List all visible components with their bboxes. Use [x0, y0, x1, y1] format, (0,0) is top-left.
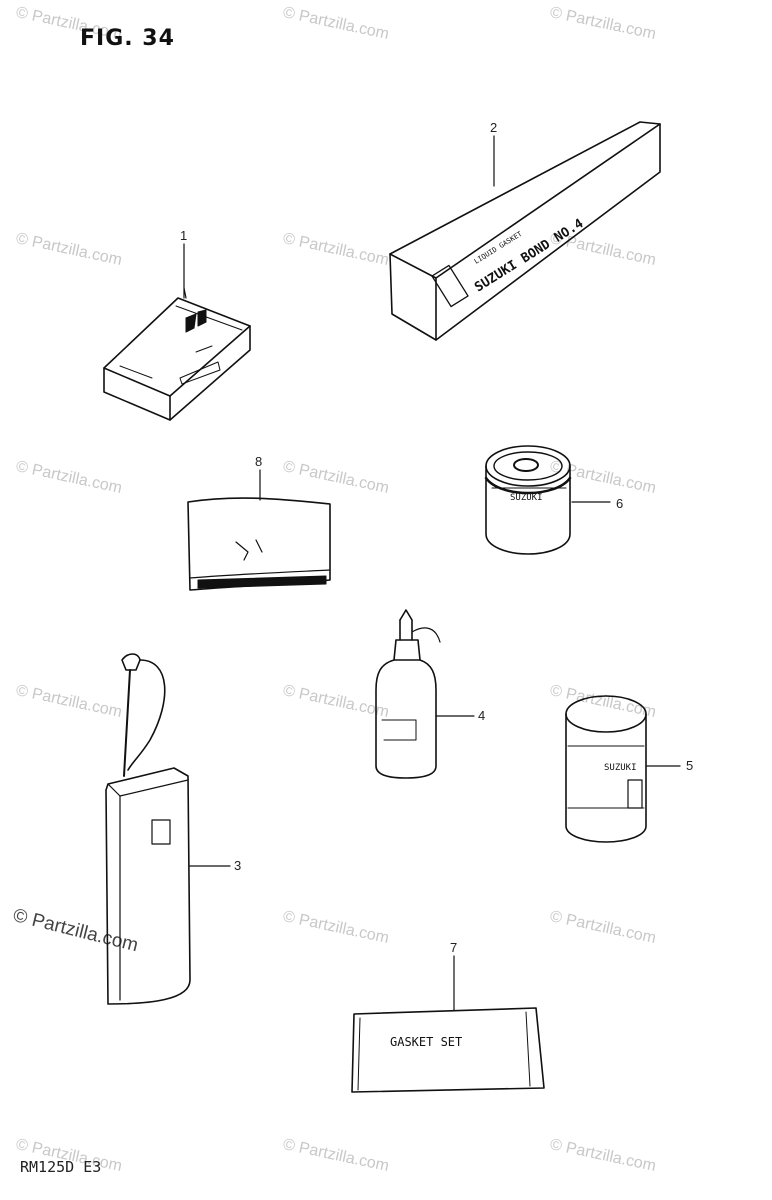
can-label: SUZUKI — [604, 763, 637, 773]
chain-lube-box-icon[interactable] — [103, 297, 251, 421]
callout-7: 7 — [450, 940, 458, 955]
callout-4: 4 — [478, 708, 486, 723]
pouch-icon[interactable] — [187, 497, 331, 591]
callout-1: 1 — [180, 228, 188, 243]
oil-bottle-icon[interactable] — [375, 609, 441, 779]
tin-label: SUZUKI — [510, 493, 543, 503]
figure-title: FIG. 34 — [80, 26, 175, 51]
callout-8: 8 — [255, 454, 263, 469]
callout-5: 5 — [686, 758, 694, 773]
callout-3: 3 — [234, 858, 242, 873]
gasket-label: GASKET SET — [390, 1035, 462, 1049]
grease-can-icon[interactable]: SUZUKI — [565, 695, 647, 843]
oil-tin-icon[interactable]: SUZUKI — [484, 445, 572, 555]
oil-can-icon[interactable] — [105, 653, 191, 1005]
callout-6: 6 — [616, 496, 624, 511]
callout-2: 2 — [490, 120, 498, 135]
figure-code: RM125D E3 — [20, 1158, 102, 1176]
gasket-set-icon[interactable]: GASKET SET — [351, 1007, 545, 1093]
suzuki-bond-box-icon[interactable]: SUZUKI BOND NO.4 LIQUID GASKET — [389, 121, 661, 341]
